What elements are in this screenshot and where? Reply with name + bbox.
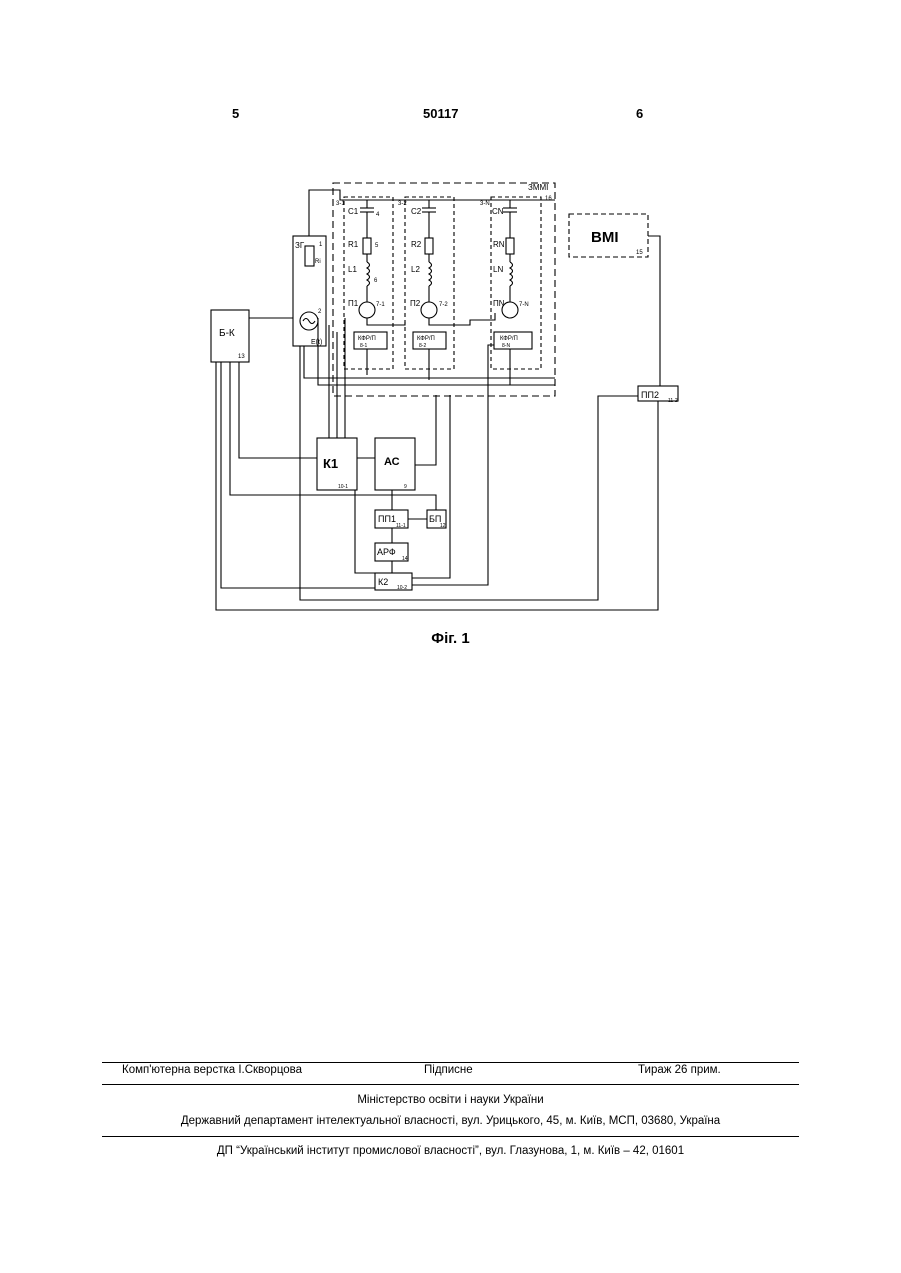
svg-text:С2: С2 bbox=[411, 207, 422, 216]
svg-text:6: 6 bbox=[374, 278, 378, 284]
vmi-label: ВМІ bbox=[591, 229, 619, 246]
channel-1-box bbox=[344, 197, 393, 369]
svg-text:12: 12 bbox=[440, 523, 446, 529]
svg-text:4: 4 bbox=[376, 212, 380, 218]
footer-copies: Тираж 26 прим. bbox=[638, 1064, 721, 1076]
svg-text:9: 9 bbox=[404, 484, 407, 490]
svg-text:КФР/П: КФР/П bbox=[417, 336, 435, 342]
svg-text:3-1: 3-1 bbox=[336, 201, 345, 207]
footer-institute: ДП “Український інститут промислової вла… bbox=[102, 1145, 799, 1157]
svg-text:L2: L2 bbox=[411, 265, 420, 274]
k1-label: К1 bbox=[323, 456, 338, 471]
as-label: АС bbox=[384, 456, 400, 468]
zmmi-enclosure bbox=[333, 183, 555, 396]
svg-text:11-2: 11-2 bbox=[668, 398, 678, 404]
footer-department: Державний департамент інтелектуальної вл… bbox=[102, 1115, 799, 1127]
svg-text:15: 15 bbox=[636, 250, 643, 256]
svg-text:КФР/П: КФР/П bbox=[500, 336, 518, 342]
channel-n-box bbox=[491, 197, 541, 369]
figure-caption: Фіг. 1 bbox=[0, 630, 901, 647]
footer-ministry: Міністерство освіти і науки України bbox=[102, 1094, 799, 1106]
zg-label: ЗГ bbox=[295, 241, 305, 250]
footer-rule-bottom bbox=[102, 1136, 799, 1137]
svg-text:3-N: 3-N bbox=[480, 201, 490, 207]
svg-text:8-2: 8-2 bbox=[419, 343, 426, 349]
pp2-label: ПП2 bbox=[641, 390, 659, 400]
svg-text:14: 14 bbox=[402, 556, 408, 562]
circuit-diagram: ЗММІ 16 3-1 3-2 3-N С1 4 С2 СN R1 5 R2 R… bbox=[0, 0, 901, 660]
pp1-label: ПП1 bbox=[378, 514, 396, 524]
svg-text:7-2: 7-2 bbox=[439, 302, 448, 308]
arf-label: АРФ bbox=[377, 547, 396, 557]
svg-text:Ri: Ri bbox=[315, 259, 321, 265]
svg-text:П2: П2 bbox=[410, 299, 421, 308]
svg-text:П1: П1 bbox=[348, 299, 359, 308]
channel-components bbox=[354, 200, 532, 349]
k2-label: К2 bbox=[378, 577, 388, 587]
footer-rule-middle bbox=[102, 1084, 799, 1085]
svg-text:13: 13 bbox=[238, 354, 245, 360]
svg-text:LN: LN bbox=[493, 265, 503, 274]
svg-text:16: 16 bbox=[545, 196, 552, 202]
zmmi-label: ЗММІ bbox=[528, 183, 548, 192]
svg-text:8-1: 8-1 bbox=[360, 343, 367, 349]
bk-label: Б-К bbox=[219, 328, 235, 339]
svg-text:10-1: 10-1 bbox=[338, 484, 348, 490]
svg-text:СN: СN bbox=[492, 207, 504, 216]
footer-rule-top bbox=[102, 1062, 799, 1063]
svg-text:КФР/П: КФР/П bbox=[358, 336, 376, 342]
svg-text:L1: L1 bbox=[348, 265, 357, 274]
svg-text:1: 1 bbox=[319, 242, 323, 248]
svg-text:8-N: 8-N bbox=[502, 343, 510, 349]
wiring bbox=[216, 190, 660, 610]
svg-text:R2: R2 bbox=[411, 240, 422, 249]
svg-text:7-1: 7-1 bbox=[376, 302, 385, 308]
svg-text:Е(t): Е(t) bbox=[311, 339, 322, 346]
svg-text:RN: RN bbox=[493, 240, 505, 249]
svg-text:R1: R1 bbox=[348, 240, 359, 249]
svg-text:2: 2 bbox=[318, 309, 322, 315]
svg-text:ПN: ПN bbox=[493, 299, 505, 308]
svg-text:10-2: 10-2 bbox=[397, 585, 407, 591]
svg-text:11-1: 11-1 bbox=[396, 523, 406, 529]
footer-layout: Комп'ютерна верстка І.Скворцова bbox=[122, 1064, 302, 1076]
svg-text:3-2: 3-2 bbox=[398, 201, 407, 207]
svg-text:7-N: 7-N bbox=[519, 302, 529, 308]
footer-signed: Підписне bbox=[424, 1064, 473, 1076]
svg-text:С1: С1 bbox=[348, 207, 359, 216]
svg-text:5: 5 bbox=[375, 243, 379, 249]
ri-resistor bbox=[305, 246, 314, 266]
